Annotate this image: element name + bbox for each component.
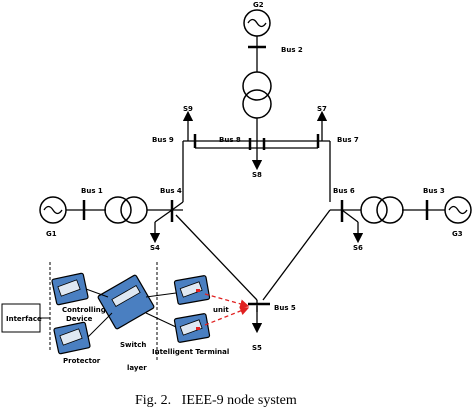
intelligent-terminal-icon <box>173 313 211 343</box>
label-interface: Interface <box>6 315 42 323</box>
label-bus2: Bus 2 <box>281 46 303 54</box>
label-intelligent-terminal: Intelligent Terminal <box>152 348 229 356</box>
label-g1: G1 <box>46 230 57 238</box>
link-controlling-switch <box>85 288 109 298</box>
transformer-t1 <box>104 196 148 224</box>
line-bus4-join <box>171 201 184 211</box>
line-bus4-s4 <box>154 209 173 223</box>
label-g2: G2 <box>253 1 264 9</box>
label-s9: S9 <box>183 105 193 113</box>
label-protector: Protector <box>63 357 101 365</box>
label-s6: S6 <box>353 244 363 252</box>
label-bus9: Bus 9 <box>152 136 174 144</box>
label-bus7: Bus 7 <box>337 136 359 144</box>
transformer-t3 <box>360 196 404 224</box>
label-controlling-device-1: Controlling <box>62 306 106 314</box>
label-s7: S7 <box>317 105 327 113</box>
label-bus4: Bus 4 <box>160 187 182 195</box>
switch-icon <box>97 274 155 330</box>
merging-unit-icon <box>173 275 211 305</box>
label-s8: S8 <box>252 171 262 179</box>
controlling-device-icon <box>51 272 89 306</box>
figure-caption: Fig. 2. IEEE-9 node system <box>135 393 297 408</box>
label-s5: S5 <box>252 344 262 352</box>
line-bus6-bus5 <box>262 209 331 301</box>
generator-g2 <box>243 9 271 37</box>
label-s4: S4 <box>150 244 160 252</box>
generator-g3 <box>444 196 472 224</box>
label-bus1: Bus 1 <box>81 187 103 195</box>
label-unit: unit <box>213 306 229 314</box>
label-bus8: Bus 8 <box>219 136 241 144</box>
label-g3: G3 <box>452 230 463 238</box>
label-controlling-device-2: Device <box>66 315 93 323</box>
protector-icon <box>53 321 91 355</box>
dashed-arrow-terminal-bus5 <box>204 306 250 326</box>
label-bus5: Bus 5 <box>274 304 296 312</box>
label-bus6: Bus 6 <box>333 187 355 195</box>
link-switch-unit <box>145 292 177 298</box>
link-switch-terminal <box>145 312 177 328</box>
generator-g1 <box>39 196 67 224</box>
link-protector-switch <box>87 312 113 338</box>
label-bus3: Bus 3 <box>423 187 445 195</box>
line-bus4-bus5 <box>175 214 258 301</box>
label-switch: Switch <box>120 341 146 349</box>
transformer-t2 <box>242 71 272 119</box>
interface-box <box>1 303 41 333</box>
dashed-arrow-unit-bus5 <box>204 293 250 309</box>
line-bus6-s6 <box>341 209 359 223</box>
label-layer: layer <box>127 364 147 372</box>
